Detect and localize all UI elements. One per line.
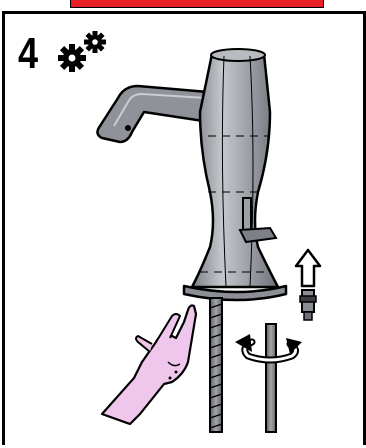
up-arrow-icon [296,250,320,320]
step-number: 4 [18,32,38,76]
header-accent-band [70,0,324,8]
faucet-installation-illustration [80,42,330,434]
smooth-rod [266,324,276,432]
faucet-lever [240,198,276,242]
threaded-rod [210,298,222,432]
faucet-spout [97,86,210,142]
hand-icon [102,306,196,425]
faucet-body [184,49,286,300]
